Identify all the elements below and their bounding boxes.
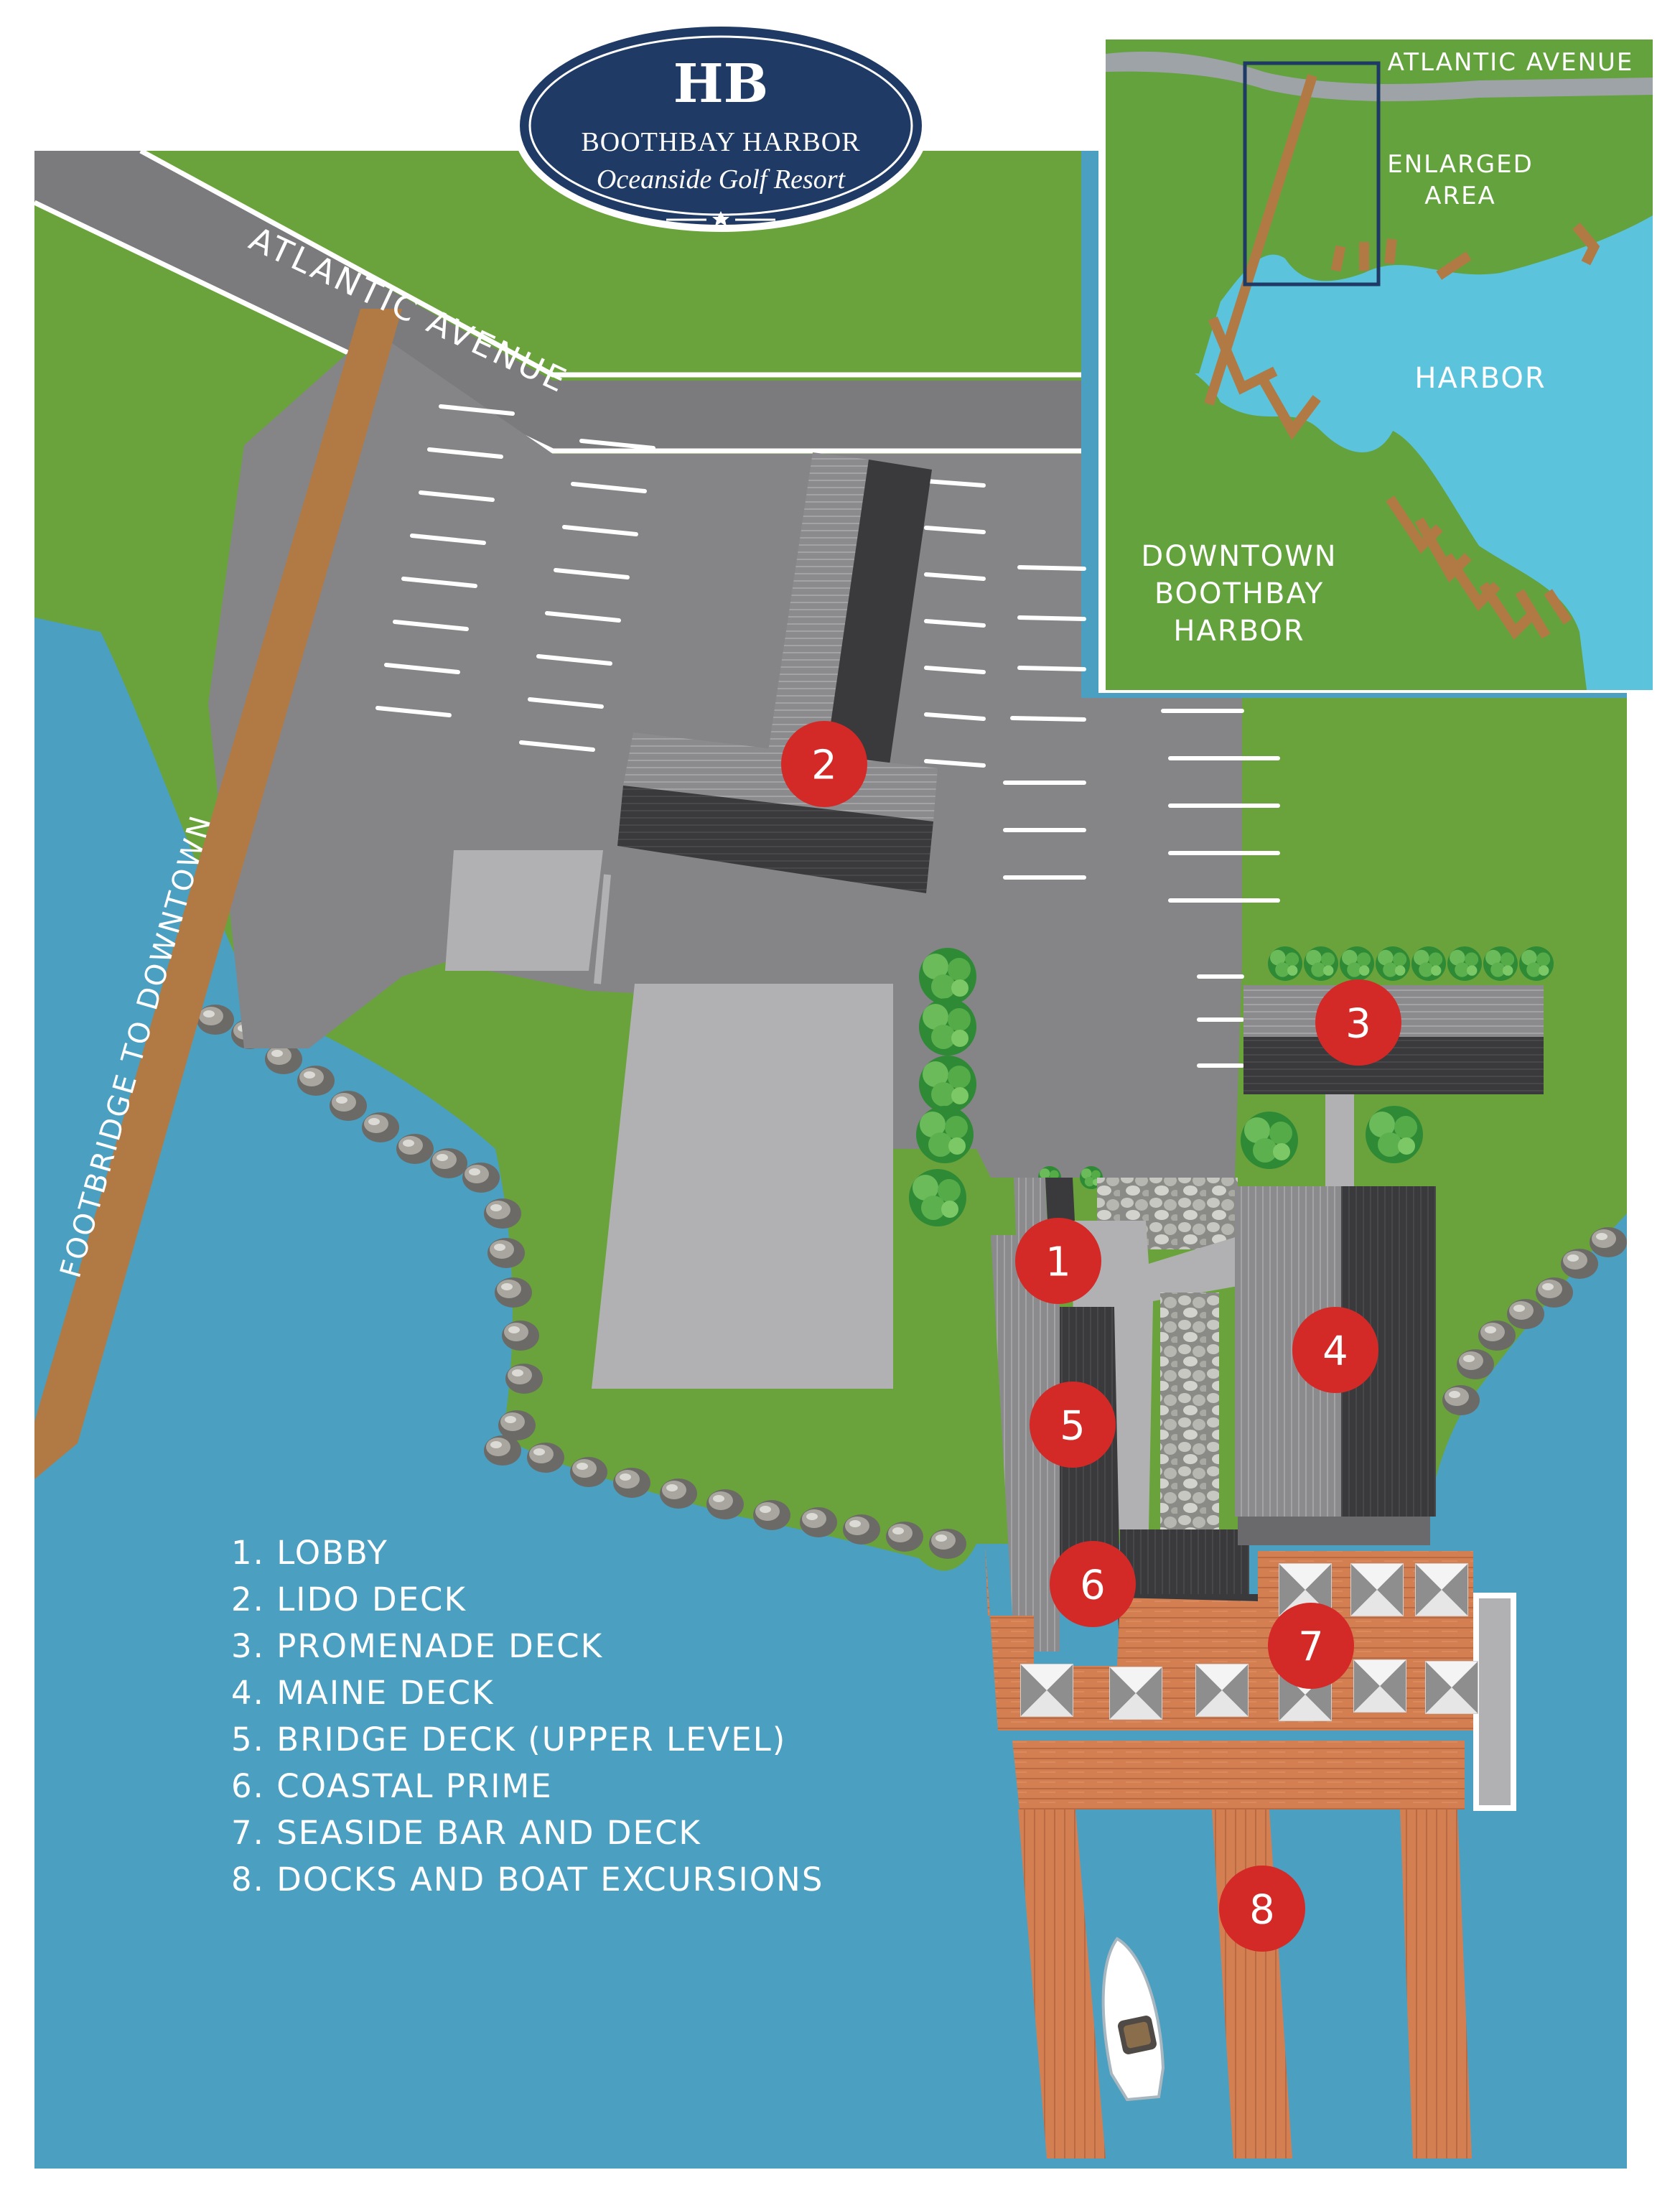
legend-item-lido-deck: 2. LIDO DECK [231, 1580, 467, 1619]
lot-pad-small [445, 850, 603, 971]
marker-1-number: 1 [1045, 1239, 1071, 1286]
marker-2-lido-deck[interactable]: 2 [781, 721, 867, 807]
lot-divider [594, 874, 611, 984]
logo-title: BOOTHBAY HARBOR [581, 127, 860, 157]
marker-5-bridge-deck[interactable]: 5 [1030, 1382, 1116, 1468]
marker-5-number: 5 [1060, 1403, 1086, 1450]
marker-4-maine-deck[interactable]: 4 [1292, 1307, 1378, 1393]
lot-pad-large [592, 984, 893, 1389]
marker-3-promenade-deck[interactable]: 3 [1315, 979, 1401, 1066]
resort-logo: HB BOOTHBAY HARBOR Oceanside Golf Resort [513, 19, 929, 232]
marker-3-number: 3 [1345, 1001, 1371, 1048]
parking-stripes [375, 404, 1280, 1068]
inset-atlantic-avenue-label: ATLANTIC AVENUE [1388, 48, 1634, 77]
marker-8-docks[interactable]: 8 [1219, 1866, 1305, 1952]
atlantic-avenue-edge-top [139, 148, 1081, 378]
legend-item-promenade-deck: 3. PROMENADE DECK [231, 1627, 604, 1665]
inset-downtown-label-line1: DOWNTOWN [1141, 540, 1337, 573]
atlantic-avenue-edge-bottom [33, 200, 1081, 454]
inset-enlarged-area-label-line2: AREA [1424, 182, 1496, 210]
lido-deck-building [617, 452, 938, 893]
logo-subtitle: Oceanside Golf Resort [597, 164, 846, 195]
marker-7-number: 7 [1298, 1624, 1324, 1671]
marker-6-number: 6 [1080, 1562, 1106, 1609]
marker-4-number: 4 [1322, 1328, 1348, 1375]
resort-main-building [991, 1178, 1436, 1664]
marker-8-number: 8 [1249, 1887, 1275, 1934]
inset-downtown-label-line3: HARBOR [1173, 615, 1305, 648]
legend-item-seaside-bar: 7. SEASIDE BAR AND DECK [231, 1814, 701, 1852]
inset-downtown-label-line2: BOOTHBAY [1154, 577, 1324, 610]
marker-6-coastal-prime[interactable]: 6 [1050, 1541, 1136, 1627]
inset-map: ATLANTIC AVENUE ENLARGED AREA HARBOR DOW… [1098, 32, 1658, 693]
footbridge-path [34, 309, 402, 1479]
marker-2-number: 2 [811, 742, 837, 789]
logo-star-icon [712, 211, 729, 226]
map-legend: 1. LOBBY 2. LIDO DECK 3. PROMENADE DECK … [231, 1529, 823, 1903]
logo-monogram: HB [673, 53, 768, 115]
legend-item-maine-deck: 4. MAINE DECK [231, 1674, 495, 1712]
legend-item-docks: 8. DOCKS AND BOAT EXCURSIONS [231, 1860, 824, 1899]
legend-item-bridge-deck: 5. BRIDGE DECK (UPPER LEVEL) [231, 1720, 787, 1759]
marker-7-seaside-bar[interactable]: 7 [1268, 1603, 1354, 1689]
legend-item-coastal-prime: 6. COASTAL PRIME [231, 1767, 553, 1805]
marker-1-lobby[interactable]: 1 [1015, 1218, 1101, 1304]
boat-icon [1101, 1937, 1165, 2102]
atlantic-avenue-road [34, 151, 1081, 449]
inset-enlarged-area-label-line1: ENLARGED [1387, 150, 1534, 179]
legend-item-lobby: 1. LOBBY [231, 1534, 388, 1572]
inset-harbor-label: HARBOR [1414, 362, 1546, 395]
